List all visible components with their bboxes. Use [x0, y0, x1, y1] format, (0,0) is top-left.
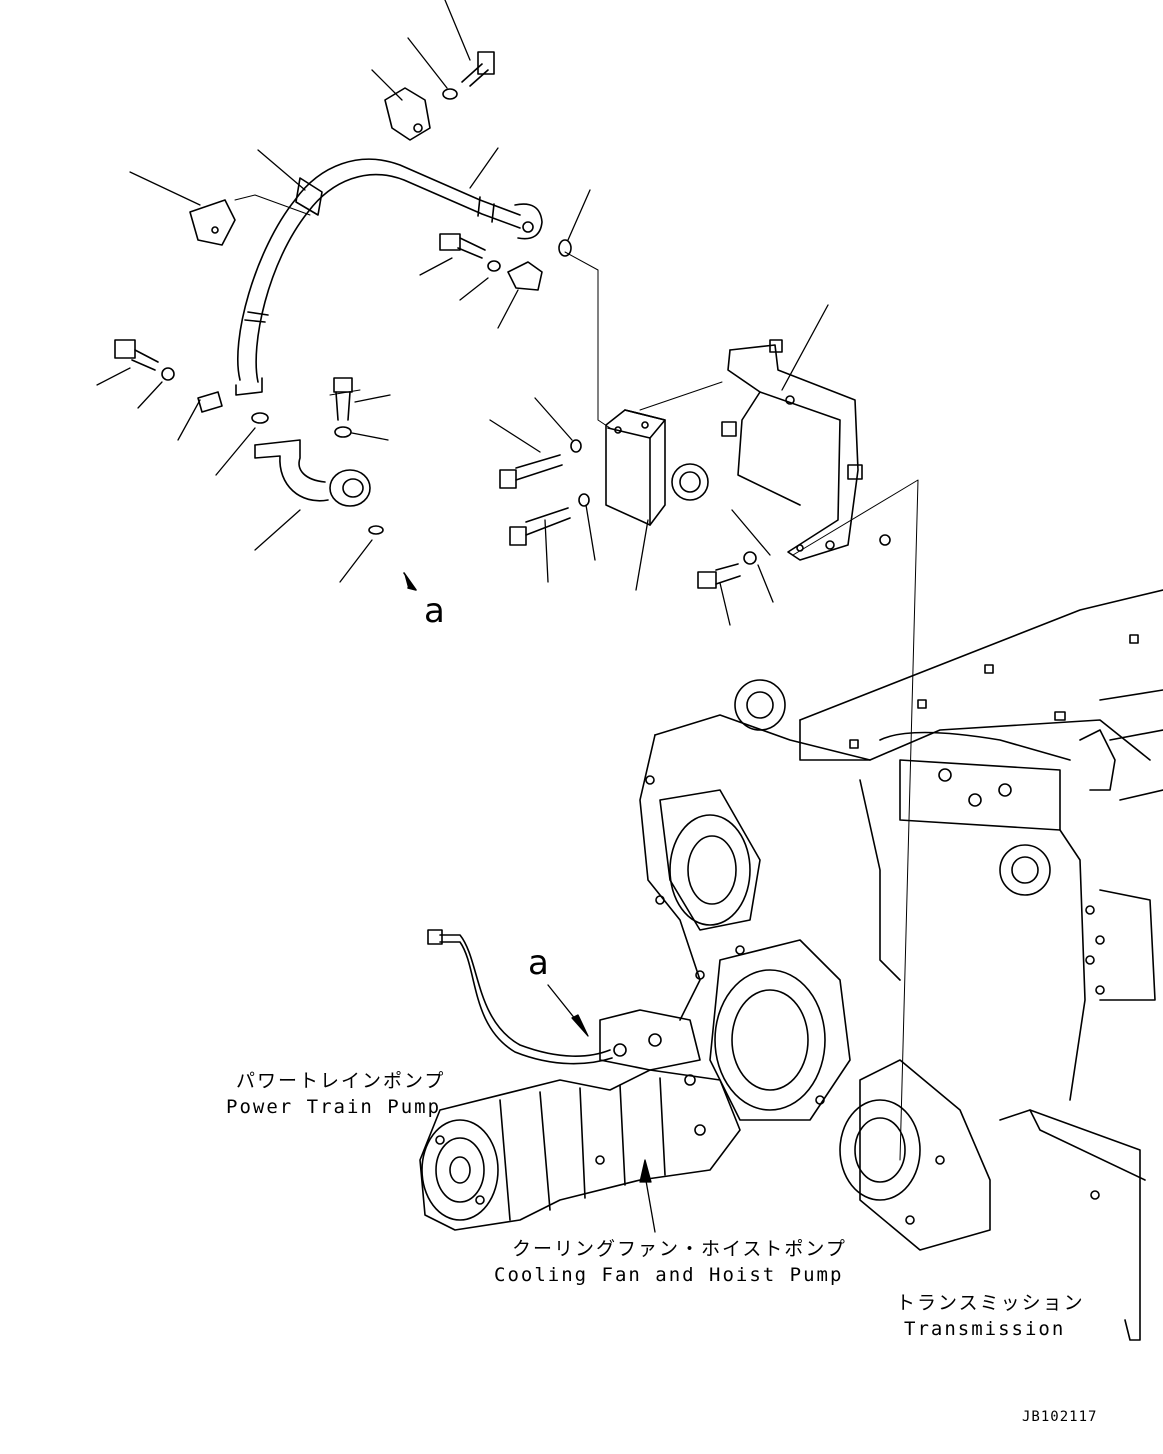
clamp-half-left [197, 391, 223, 413]
transmission-housing [639, 589, 1163, 1341]
bolt-top [461, 51, 495, 87]
bolt-right [333, 377, 353, 421]
bolt-left [114, 339, 159, 371]
power-train-pump-label-jp: パワートレインポンプ [236, 1070, 446, 1092]
o-ring-bottom [368, 525, 384, 535]
lower-tube [254, 439, 371, 507]
split-flange-clamp [507, 261, 543, 291]
o-ring-left [251, 412, 269, 424]
wiring-harness [427, 929, 613, 1065]
drawing-number: JB102117 [1022, 1409, 1098, 1425]
valve-block [605, 409, 709, 526]
view-a-arrow [403, 572, 417, 591]
bolt-mid [439, 233, 486, 259]
cooling-fan-hoist-pump-label-jp: クーリングファン・ホイストポンプ [512, 1238, 847, 1260]
pump-pointers [547, 984, 656, 1233]
washer-top [442, 88, 458, 100]
mounting-bracket [721, 339, 891, 561]
cooling-fan-hoist-pump-label-en: Cooling Fan and Hoist Pump [494, 1264, 844, 1286]
o-ring-top [558, 239, 572, 257]
power-train-pump-label-en: Power Train Pump [226, 1096, 442, 1118]
pump-assembly [419, 1009, 741, 1231]
view-a-callout-top: a [424, 591, 445, 631]
washer-mid [487, 260, 501, 272]
washer-long-lower [578, 493, 590, 507]
short-bolt-bracket [697, 563, 741, 589]
washer-right [334, 426, 352, 438]
washer-left [161, 367, 175, 381]
washer-bracket [743, 551, 757, 565]
clamp-upper [384, 87, 431, 141]
leader-lines [96, 0, 919, 1161]
long-bolt-upper [499, 454, 563, 489]
upper-hose [235, 158, 543, 396]
clamp-bracket-left [189, 199, 236, 246]
washer-long-upper [570, 439, 582, 453]
long-bolt-lower [509, 507, 571, 546]
view-a-callout-bottom: a [528, 943, 549, 983]
transmission-label-jp: トランスミッション [896, 1292, 1085, 1314]
transmission-label-en: Transmission [904, 1318, 1066, 1340]
